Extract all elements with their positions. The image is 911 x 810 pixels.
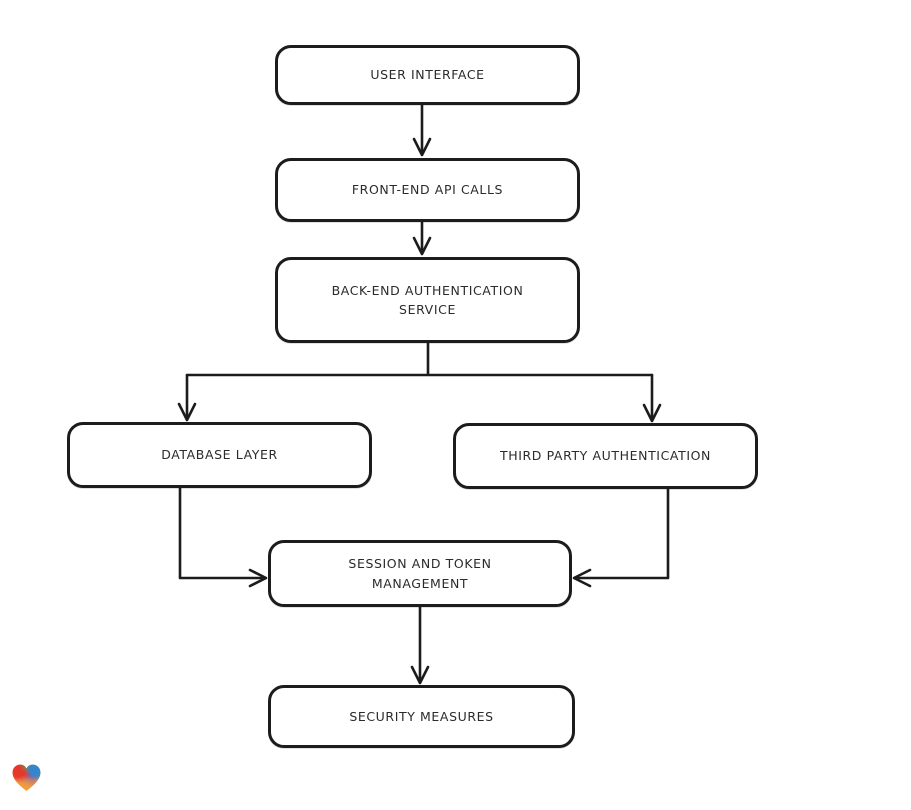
arrowhead-down-3 xyxy=(177,402,197,422)
arrowhead-down-4 xyxy=(642,403,662,423)
node-label: USER INTERFACE xyxy=(370,67,485,83)
node-label: SECURITY MEASURES xyxy=(349,708,494,724)
node-label: DATABASE LAYER xyxy=(161,447,278,463)
node-label: FRONT-END API CALLS xyxy=(351,182,504,198)
gradient-heart-icon[interactable] xyxy=(10,761,43,794)
edge-database-to-session xyxy=(178,486,266,580)
arrowhead-left-1 xyxy=(572,568,592,588)
node-third-party-authentication[interactable]: THIRD PARTY AUTHENTICATION xyxy=(453,423,758,489)
node-back-end-authentication-service[interactable]: BACK-END AUTHENTICATION SERVICE xyxy=(275,257,580,343)
arrowhead-right-1 xyxy=(248,568,268,588)
edge-thirdparty-to-session xyxy=(574,487,670,580)
edge-backend-branch xyxy=(185,341,654,377)
arrowhead-down-1 xyxy=(412,137,432,157)
arrowhead-down-5 xyxy=(410,665,430,685)
node-user-interface[interactable]: USER INTERFACE xyxy=(275,45,580,105)
node-front-end-api-calls[interactable]: FRONT-END API CALLS xyxy=(275,158,580,222)
node-label: SESSION AND TOKEN MANAGEMENT xyxy=(348,556,492,591)
node-security-measures[interactable]: SECURITY MEASURES xyxy=(268,685,575,748)
node-label: BACK-END AUTHENTICATION SERVICE xyxy=(331,282,524,317)
node-session-and-token-management[interactable]: SESSION AND TOKEN MANAGEMENT xyxy=(268,540,572,607)
node-label: THIRD PARTY AUTHENTICATION xyxy=(499,448,712,464)
node-database-layer[interactable]: DATABASE LAYER xyxy=(67,422,372,488)
heart-icon xyxy=(12,764,41,791)
arrowhead-down-2 xyxy=(412,236,432,256)
